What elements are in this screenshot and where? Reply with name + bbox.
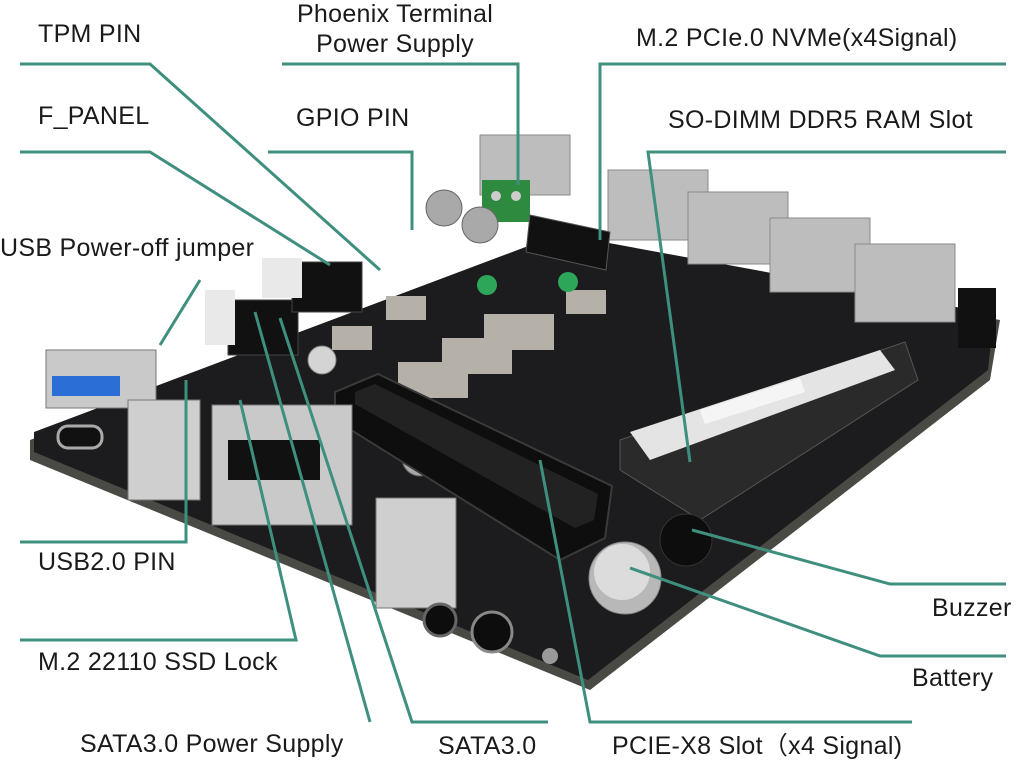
leader-m2-lock	[20, 399, 298, 642]
screw	[307, 345, 337, 375]
buzzer	[659, 513, 713, 567]
led	[542, 648, 558, 664]
label-pcie-slot: PCIE-X8 Slot（x4 Signal)	[612, 732, 903, 760]
capacitor	[425, 189, 463, 227]
terminal-screw	[491, 191, 501, 201]
leader-usb-jumper	[158, 279, 202, 346]
lan-port	[769, 217, 871, 293]
usb-port	[375, 497, 457, 609]
capacitor	[461, 206, 499, 244]
power-button	[470, 610, 514, 654]
leader-sata3	[278, 317, 548, 724]
sata-data-connector	[291, 261, 363, 313]
leader-lines	[20, 62, 1006, 724]
label-battery: Battery	[912, 664, 994, 692]
dp-port	[228, 440, 320, 480]
inductor	[386, 296, 426, 320]
right-connector	[958, 288, 996, 348]
inductor	[566, 290, 606, 314]
usb-c-port	[56, 424, 104, 450]
leader-sodimm	[646, 150, 1006, 463]
leader-pcie	[538, 459, 912, 724]
battery-top	[594, 544, 650, 600]
label-buzzer: Buzzer	[932, 594, 1012, 622]
ram-label	[700, 378, 805, 424]
inductor	[484, 314, 554, 350]
leader-gpio	[268, 150, 414, 230]
sata-power-connector	[227, 299, 299, 356]
label-tpm-pin: TPM PIN	[38, 20, 142, 48]
pcie-slot-inner	[355, 384, 598, 528]
label-gpio-pin: GPIO PIN	[296, 104, 410, 132]
label-phoenix-terminal-line2: Power Supply	[316, 30, 474, 58]
leader-phoenix	[282, 62, 520, 185]
label-usb2-pin: USB2.0 PIN	[38, 548, 176, 576]
leader-m2-nvme	[598, 62, 1006, 240]
usb3-port-blue	[52, 376, 120, 396]
inductor	[332, 326, 372, 350]
usb-port	[127, 399, 201, 501]
terminal-screw	[511, 191, 521, 201]
label-sodimm: SO-DIMM DDR5 RAM Slot	[668, 106, 973, 134]
label-sata-power-supply: SATA3.0 Power Supply	[80, 730, 344, 758]
leader-buzzer	[691, 528, 1006, 586]
white-header	[262, 258, 302, 298]
leader-usb2-pin	[20, 380, 188, 544]
green-pad	[477, 275, 497, 295]
label-m2-ssd-lock: M.2 22110 SSD Lock	[38, 648, 278, 676]
label-phoenix-terminal-line1: Phoenix Terminal	[296, 0, 494, 28]
leader-tpm-pin	[20, 62, 382, 272]
leader-sata-power	[253, 311, 372, 723]
leader-f-panel	[20, 150, 331, 267]
label-m2-nvme: M.2 PCIe.0 NVMe(x4Signal)	[636, 24, 958, 52]
lan-ports	[479, 134, 956, 323]
leader-battery	[629, 566, 1006, 658]
m2-slot	[525, 214, 611, 271]
label-usb-power-off-jumper: USB Power-off jumper	[0, 234, 255, 262]
white-header	[205, 290, 235, 345]
label-f-panel: F_PANEL	[38, 102, 150, 130]
label-sata3: SATA3.0	[438, 732, 537, 760]
audio-jack	[422, 602, 458, 638]
lan-port	[854, 243, 956, 323]
green-pad	[558, 272, 578, 292]
